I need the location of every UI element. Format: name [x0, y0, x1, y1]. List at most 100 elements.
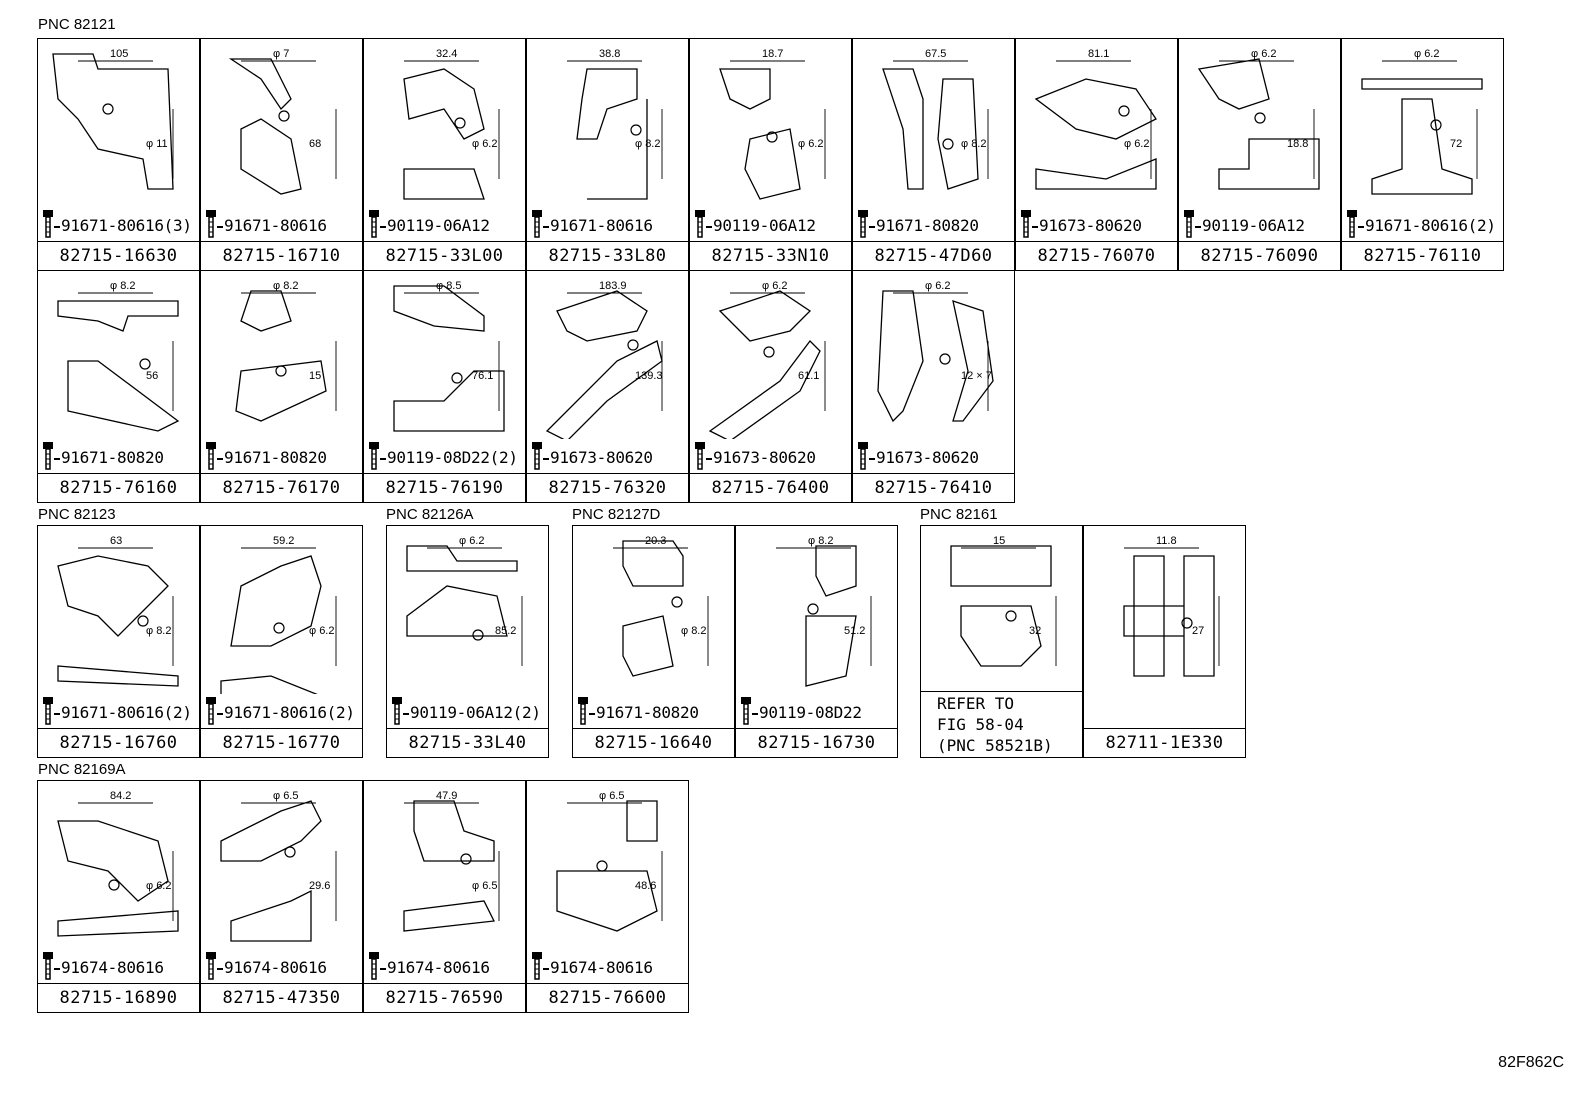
- part-number: 82715-76410: [874, 478, 993, 498]
- dimension-label: 85.2: [495, 625, 516, 637]
- bracket-outline: [719, 68, 801, 200]
- bracket-outline: [228, 58, 302, 195]
- fastener-number: 91673-80620: [710, 448, 816, 467]
- bolt-icon: [43, 210, 53, 238]
- mounting-hole: [278, 110, 290, 122]
- mounting-hole: [627, 339, 639, 351]
- dimension-label: 32.4: [436, 48, 457, 60]
- bracket-drawing: φ 6.218.8: [1197, 48, 1320, 190]
- bracket-outline: [393, 285, 505, 432]
- bracket-drawing: φ 6.5 48.6: [556, 790, 663, 932]
- dimension-label: 183.9: [599, 280, 627, 292]
- bracket-outline: [235, 290, 327, 422]
- bracket-drawing: φ 768: [228, 48, 337, 195]
- part-number: 82715-76320: [548, 478, 667, 498]
- bolt-icon: [206, 697, 216, 725]
- pnc-label: PNC 82169A: [38, 761, 126, 778]
- bolt-icon: [695, 210, 705, 238]
- dimension-label: 51.2: [844, 625, 865, 637]
- part-divider: [38, 473, 199, 474]
- part-divider: [201, 728, 362, 729]
- dimension-label: φ 6.5: [599, 790, 624, 802]
- dimension-label: 72: [1450, 138, 1462, 150]
- bracket-drawing: 20.3 φ 8.2: [613, 535, 709, 677]
- figure-code: 82F862C: [1498, 1054, 1564, 1071]
- part-number: 82715-76090: [1200, 246, 1319, 266]
- dimension-label: 48.6: [635, 880, 656, 892]
- bolt-icon: [1021, 210, 1031, 238]
- part-divider: [38, 983, 199, 984]
- bolt-icon: [858, 210, 868, 238]
- part-divider: [853, 241, 1014, 242]
- bracket-drawing: 84.2φ 6.2: [57, 790, 179, 937]
- part-number: 82715-16730: [757, 733, 876, 753]
- part-number: 82715-76600: [548, 988, 667, 1008]
- bolt-icon: [741, 697, 751, 725]
- mounting-hole: [766, 131, 778, 143]
- bolt-icon: [858, 442, 868, 470]
- bracket-outline: [220, 555, 322, 694]
- mounting-hole: [1254, 112, 1266, 124]
- dimension-label: φ 8.2: [681, 625, 706, 637]
- note-divider: [921, 691, 1082, 692]
- fastener-number: 91673-80620: [547, 448, 653, 467]
- dimension-label: 68: [309, 138, 321, 150]
- bracket-outline: [708, 290, 821, 439]
- part-divider: [201, 241, 362, 242]
- dimension-label: φ 8.2: [635, 138, 660, 150]
- part-divider: [364, 241, 525, 242]
- dimension-label: φ 6.2: [798, 138, 823, 150]
- bolt-icon: [392, 697, 402, 725]
- fastener-number: 91671-80616(2): [221, 703, 355, 722]
- dimension-label: 18.8: [1287, 138, 1308, 150]
- part-number: 82715-16710: [222, 246, 341, 266]
- part-number: 82715-33L80: [548, 246, 667, 266]
- bolt-icon: [532, 210, 542, 238]
- part-divider: [853, 473, 1014, 474]
- dimension-label: φ 8.2: [110, 280, 135, 292]
- part-number: 82715-76170: [222, 478, 341, 498]
- bracket-outline: [576, 68, 648, 200]
- dimension-label: 38.8: [599, 48, 620, 60]
- reference-note: REFER TO FIG 58-04 (PNC 58521B): [937, 694, 1053, 755]
- mounting-hole: [939, 353, 951, 365]
- mounting-hole: [671, 596, 683, 608]
- part-number: 82715-47350: [222, 988, 341, 1008]
- dimension-label: φ 8.2: [273, 280, 298, 292]
- bracket-drawing: φ 8.256: [57, 280, 180, 432]
- fastener-number: 90119-06A12: [384, 216, 490, 235]
- mounting-hole: [1181, 617, 1193, 629]
- bracket-outline: [1123, 555, 1215, 677]
- dimension-label: 67.5: [925, 48, 946, 60]
- bracket-drawing: φ 6.529.6: [220, 790, 337, 942]
- part-number: 82715-33N10: [711, 246, 830, 266]
- mounting-hole: [137, 615, 149, 627]
- part-number: 82715-76070: [1037, 246, 1156, 266]
- fastener-number: 91674-80616: [221, 958, 327, 977]
- dimension-label: 20.3: [645, 535, 666, 547]
- part-number: 82715-76110: [1363, 246, 1482, 266]
- dimension-label: φ 6.2: [1124, 138, 1149, 150]
- part-divider: [201, 983, 362, 984]
- bracket-drawing: φ 8.576.1: [393, 280, 505, 432]
- fastener-number: 90119-06A12: [710, 216, 816, 235]
- part-number: 82715-47D60: [874, 246, 993, 266]
- fastener-number: 91671-80820: [58, 448, 164, 467]
- bracket-outline: [57, 820, 179, 937]
- part-divider: [364, 473, 525, 474]
- bolt-icon: [206, 210, 216, 238]
- mounting-hole: [273, 622, 285, 634]
- bolt-icon: [43, 442, 53, 470]
- mounting-hole: [102, 103, 114, 115]
